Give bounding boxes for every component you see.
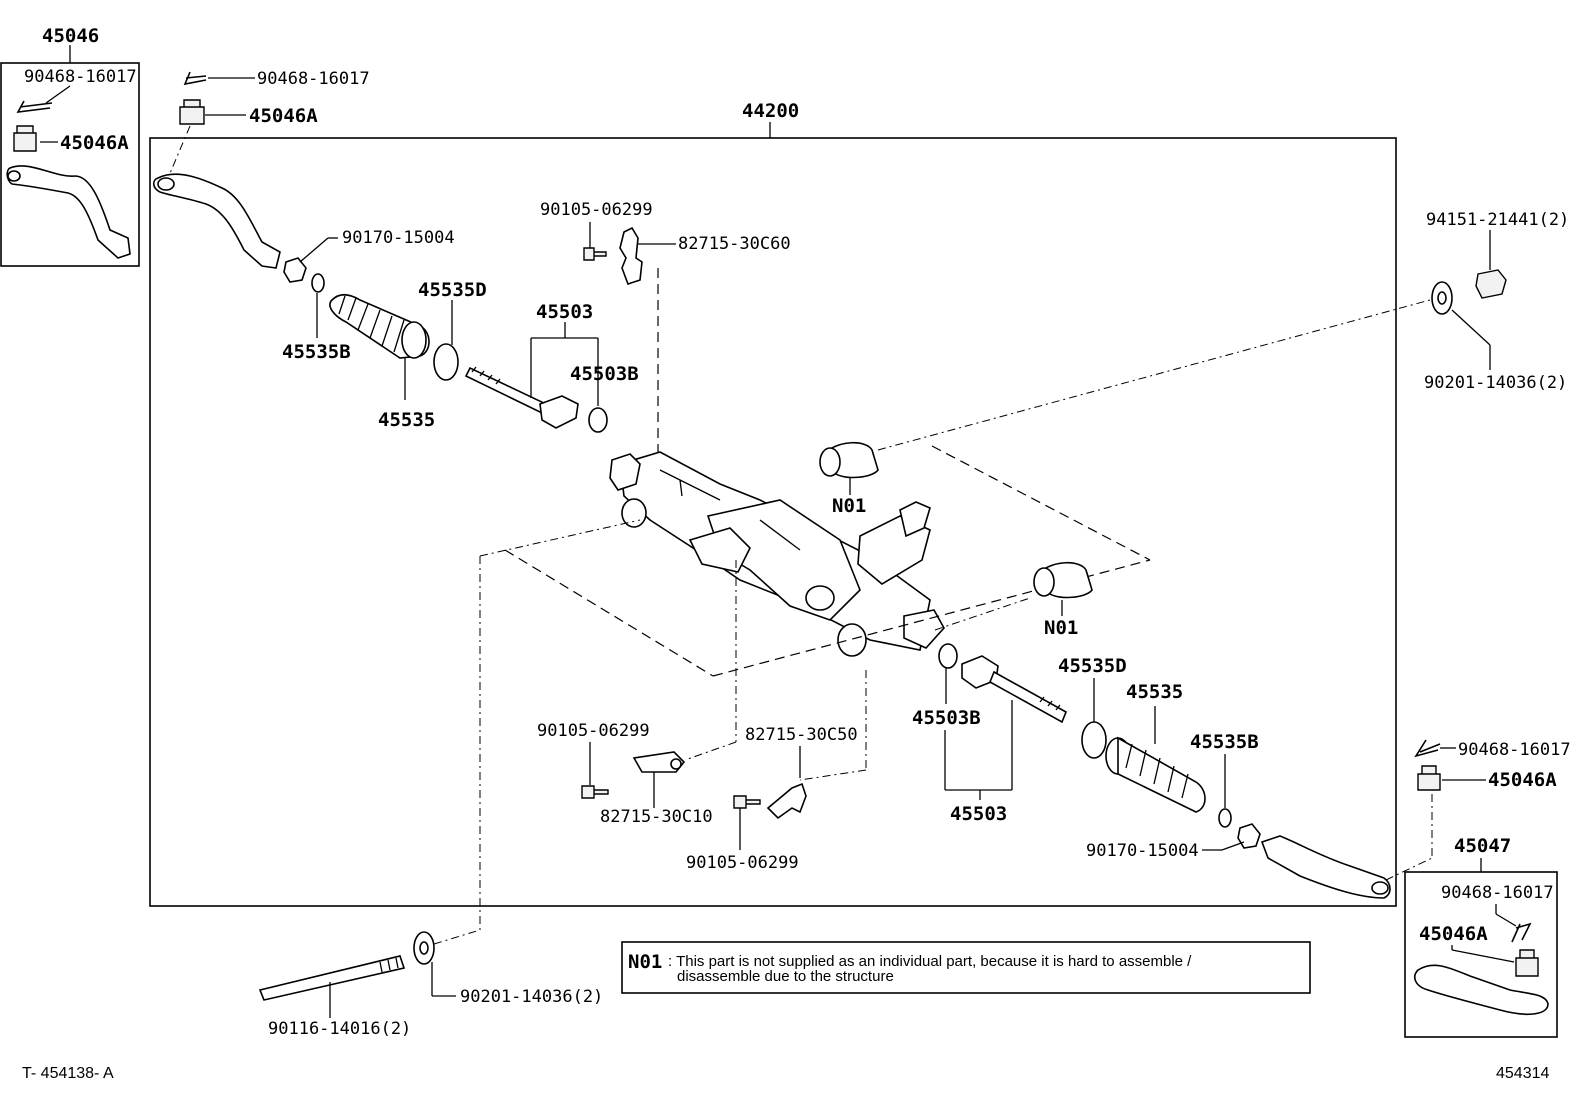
label-bracket-30c60[interactable]: 82715-30C60: [678, 234, 791, 254]
bracket-82715-30c50: [766, 782, 807, 820]
label-bolt-90105-top[interactable]: 90105-06299: [540, 200, 653, 220]
tie-rod-end-right: [1260, 835, 1391, 899]
castle-nut-right: [1417, 765, 1441, 791]
label-45047[interactable]: 45047: [1454, 835, 1511, 857]
tie-rod-end-inset-left: [6, 165, 131, 259]
note-box: [621, 941, 1311, 994]
label-cotter-pin-inset-left[interactable]: 90468-16017: [24, 67, 137, 87]
label-washer-45503b-right[interactable]: 45503B: [912, 707, 981, 729]
label-nut-top-left[interactable]: 45046A: [249, 105, 318, 127]
rack-end-45503-left: [464, 366, 579, 429]
label-clip-45535d-left[interactable]: 45535D: [418, 279, 487, 301]
label-nut-inset-right[interactable]: 45046A: [1419, 923, 1488, 945]
label-rack-end-45503-right[interactable]: 45503: [950, 803, 1007, 825]
bolt-90105-mid: [581, 785, 609, 799]
label-bracket-30c50[interactable]: 82715-30C50: [745, 725, 858, 745]
label-cotter-pin-top-left[interactable]: 90468-16017: [257, 69, 370, 89]
bolt-90116-14016: [258, 955, 406, 1001]
footer-right-code: 454314: [1496, 1065, 1549, 1082]
label-cotter-pin-inset-right[interactable]: 90468-16017: [1441, 883, 1554, 903]
note-code: N01: [628, 951, 662, 973]
label-bolt-90116[interactable]: 90116-14016(2): [268, 1019, 411, 1039]
label-bracket-30c10[interactable]: 82715-30C10: [600, 807, 713, 827]
castle-nut-top-left: [179, 99, 205, 125]
nut-94151-21441: [1475, 269, 1507, 299]
tie-rod-end-left: [152, 173, 281, 269]
label-clip-45535b-right[interactable]: 45535B: [1190, 731, 1259, 753]
boot-45535-left: [329, 293, 430, 359]
bushing-n01-lower: [1033, 561, 1093, 599]
label-n01-lower[interactable]: N01: [1044, 617, 1078, 639]
cotter-pin-right: [1414, 739, 1441, 758]
label-44200[interactable]: 44200: [742, 100, 799, 122]
label-washer-90201-lower[interactable]: 90201-14036(2): [460, 987, 603, 1007]
nut-90170-right: [1237, 823, 1261, 849]
cotter-pin-top-left: [183, 71, 207, 86]
cotter-pin-inset-right: [1511, 922, 1532, 943]
washer-45503b-left: [588, 407, 608, 433]
label-45046[interactable]: 45046: [42, 25, 99, 47]
clip-45535b-left: [311, 273, 325, 293]
tie-rod-end-inset-right: [1414, 964, 1549, 1016]
bushing-n01-upper: [819, 441, 879, 479]
label-washer-45503b-left[interactable]: 45503B: [570, 363, 639, 385]
clip-45535b-right: [1218, 808, 1232, 828]
note-line-1: : This part is not supplied as an indivi…: [668, 953, 1192, 970]
label-bolt-90105-low[interactable]: 90105-06299: [686, 853, 799, 873]
label-rack-end-45503-left[interactable]: 45503: [536, 301, 593, 323]
bolt-90105-low: [733, 795, 761, 809]
rack-end-45503-right: [961, 655, 1068, 724]
label-clip-45535d-right[interactable]: 45535D: [1058, 655, 1127, 677]
label-nut-90170-left[interactable]: 90170-15004: [342, 228, 455, 248]
label-nut-right[interactable]: 45046A: [1488, 769, 1557, 791]
nut-90170-left: [283, 257, 307, 283]
label-cotter-pin-right[interactable]: 90468-16017: [1458, 740, 1571, 760]
washer-45503b-right: [938, 643, 958, 669]
castle-nut-inset-right: [1515, 949, 1539, 977]
label-boot-45535-left[interactable]: 45535: [378, 409, 435, 431]
castle-nut-icon: [13, 125, 37, 152]
note-line-2: disassemble due to the structure: [677, 968, 894, 985]
label-washer-90201-upper[interactable]: 90201-14036(2): [1424, 373, 1567, 393]
bolt-90105-top: [583, 247, 607, 261]
label-nut-94151[interactable]: 94151-21441(2): [1426, 210, 1569, 230]
bracket-82715-30c60: [619, 226, 643, 286]
label-bolt-90105-mid[interactable]: 90105-06299: [537, 721, 650, 741]
label-clip-45535b-left[interactable]: 45535B: [282, 341, 351, 363]
label-n01-upper[interactable]: N01: [832, 495, 866, 517]
clip-45535d-left: [433, 343, 459, 381]
assembly-frame-44200: [149, 137, 1397, 907]
label-nut-90170-right[interactable]: 90170-15004: [1086, 841, 1199, 861]
label-boot-45535-right[interactable]: 45535: [1126, 681, 1183, 703]
footer-left-code: T- 454138- A: [22, 1065, 114, 1082]
boot-45535-right: [1105, 736, 1206, 813]
cotter-pin-icon: [16, 100, 53, 113]
clip-45535d-right: [1081, 721, 1107, 759]
label-nut-inset-left[interactable]: 45046A: [60, 132, 129, 154]
steering-gear-housing: [609, 451, 945, 657]
